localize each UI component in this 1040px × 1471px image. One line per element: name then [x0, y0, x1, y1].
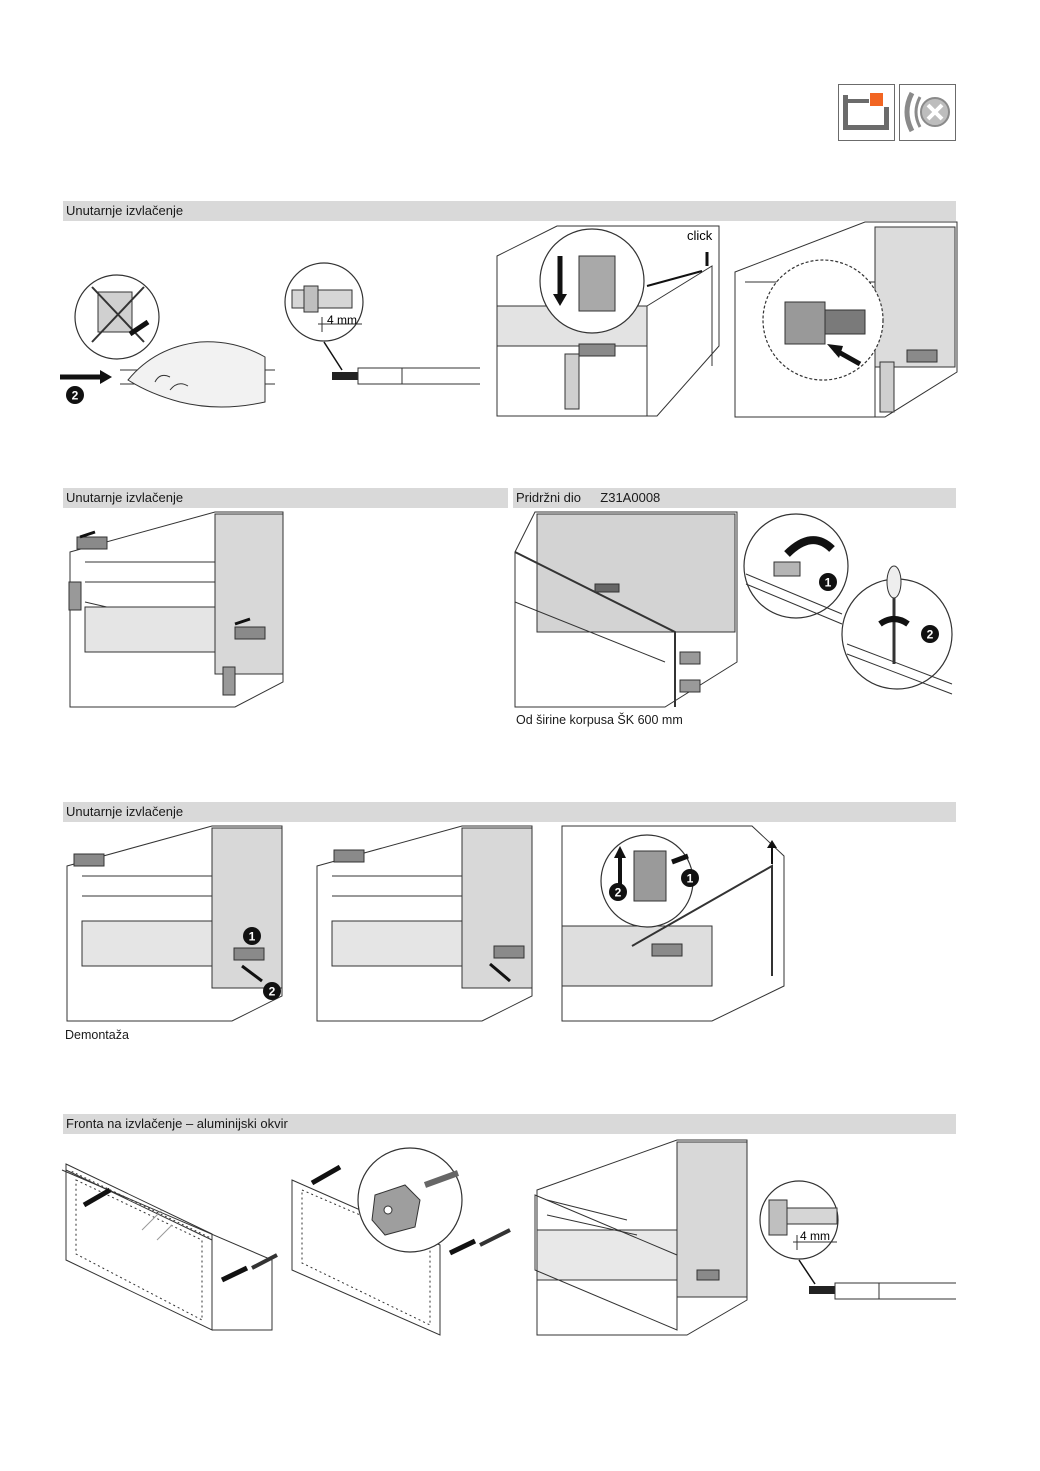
- figure-disassembly-3: 2 1: [561, 825, 785, 1022]
- section-bar-4: Unutarnje izvlačenje: [63, 802, 956, 822]
- figure-frame-2: [290, 1145, 515, 1336]
- step-badge-2: 2: [269, 985, 276, 999]
- step-badge-2: 2: [615, 886, 622, 900]
- section-title: Unutarnje izvlačenje: [66, 203, 184, 218]
- step-badge-1: 1: [249, 930, 256, 944]
- drawer-front-icon: [838, 84, 895, 141]
- figure-drawer-insert: [734, 221, 958, 418]
- step-badge-1: 1: [687, 872, 694, 886]
- figure-retainer-drawer: [514, 511, 738, 708]
- measure-label: 4 mm: [327, 313, 357, 327]
- section-title: Unutarnje izvlačenje: [66, 490, 184, 505]
- figure-hand-adjust: 2: [60, 262, 275, 422]
- section-title: Fronta na izvlačenje – aluminijski okvir: [66, 1116, 288, 1131]
- figure-measure-4mm: 4 mm: [282, 262, 482, 392]
- section-title: Pridržni dio: [516, 490, 582, 505]
- section-bar-1: Unutarnje izvlačenje: [63, 201, 956, 221]
- step-badge-2: 2: [72, 389, 79, 403]
- figure-drawer-click: click: [496, 225, 720, 417]
- section-title: Unutarnje izvlačenje: [66, 804, 184, 819]
- screwdriver-phillips-icon: [899, 84, 956, 141]
- section-bar-3: Pridržni dio Z31A0008: [513, 488, 956, 508]
- retainer-note: Od širine korpusa ŠK 600 mm: [516, 713, 683, 727]
- section-bar-5: Fronta na izvlačenje – aluminijski okvir: [63, 1114, 956, 1134]
- figure-disassembly-2: [312, 825, 534, 1022]
- click-label: click: [687, 228, 713, 243]
- figure-frame-1: [61, 1160, 284, 1335]
- disassembly-caption: Demontaža: [65, 1028, 129, 1042]
- figure-frame-3: [527, 1139, 749, 1336]
- figure-drawer-pull-left: [65, 511, 285, 708]
- part-code: Z31A0008: [600, 490, 661, 505]
- step-badge-1: 1: [825, 576, 832, 590]
- measure-label: 4 mm: [800, 1229, 830, 1243]
- figure-disassembly-1: 1 2: [62, 825, 284, 1022]
- step-badge-2: 2: [927, 628, 934, 642]
- section-bar-2: Unutarnje izvlačenje: [63, 488, 508, 508]
- figure-retainer-steps: 1 2: [742, 513, 956, 695]
- figure-measure-4mm-frame: 4 mm: [757, 1180, 957, 1310]
